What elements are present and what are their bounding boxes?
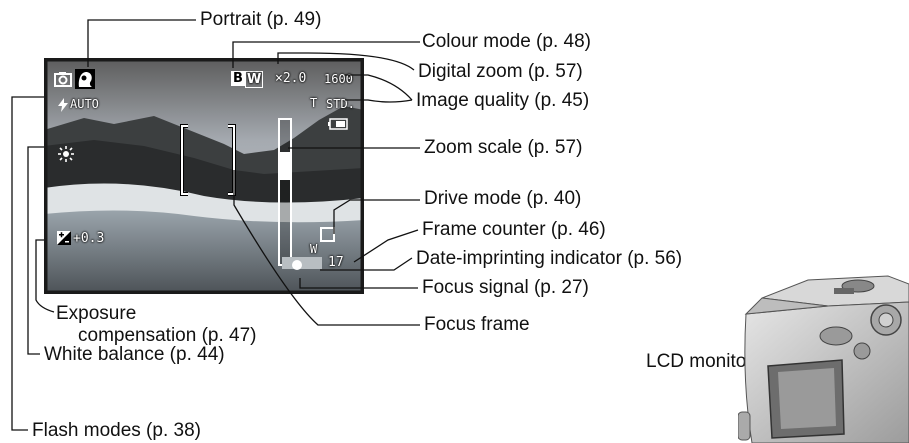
label-white-balance: White balance (p. 44) <box>44 344 225 365</box>
flash-icon <box>58 98 68 112</box>
label-lcd-monitor: LCD monitor <box>646 351 753 372</box>
label-drive-mode: Drive mode (p. 40) <box>424 188 582 209</box>
colour-mode-w: W <box>245 71 264 88</box>
lcd-screen: AUTO +0.3 B W ×2.0 1600 STD. T W <box>44 58 364 294</box>
zoom-wide-marker: W <box>310 242 318 256</box>
label-digital-zoom: Digital zoom (p. 57) <box>418 61 583 82</box>
exposure-value: +0.3 <box>73 231 105 246</box>
frame-counter-value: 17 <box>328 255 344 270</box>
exposure-compensation-icon <box>57 231 71 245</box>
label-exposure-line1: Exposure <box>56 303 137 324</box>
landscape-photo <box>44 58 364 294</box>
white-balance-icon <box>58 146 74 162</box>
zoom-scale-bar <box>278 118 292 266</box>
portrait-icon <box>75 69 95 89</box>
drive-mode-icon <box>320 227 335 242</box>
label-colour-mode: Colour mode (p. 48) <box>422 31 591 52</box>
label-zoom-scale: Zoom scale (p. 57) <box>424 137 583 158</box>
battery-icon <box>328 118 348 130</box>
zoom-tele-marker: T <box>310 96 318 110</box>
label-portrait: Portrait (p. 49) <box>200 9 322 30</box>
zoom-scale-indicator <box>280 152 290 180</box>
label-exposure-line2: compensation (p. 47) <box>78 325 257 346</box>
label-frame-counter: Frame counter (p. 46) <box>422 219 606 240</box>
label-image-quality: Image quality (p. 45) <box>416 90 590 111</box>
flash-auto-text: AUTO <box>70 97 99 111</box>
label-flash-modes: Flash modes (p. 38) <box>32 420 201 441</box>
label-focus-frame: Focus frame <box>424 314 530 335</box>
label-date-imprinting: Date-imprinting indicator (p. 56) <box>416 248 683 269</box>
camera-illustration <box>738 275 909 443</box>
focus-frame <box>180 124 236 196</box>
label-focus-signal: Focus signal (p. 27) <box>422 277 589 298</box>
digital-zoom-value: ×2.0 <box>275 71 307 86</box>
focus-signal-icon <box>292 260 302 270</box>
colour-mode-b: B <box>231 71 245 86</box>
camera-mode-icon <box>54 72 72 87</box>
